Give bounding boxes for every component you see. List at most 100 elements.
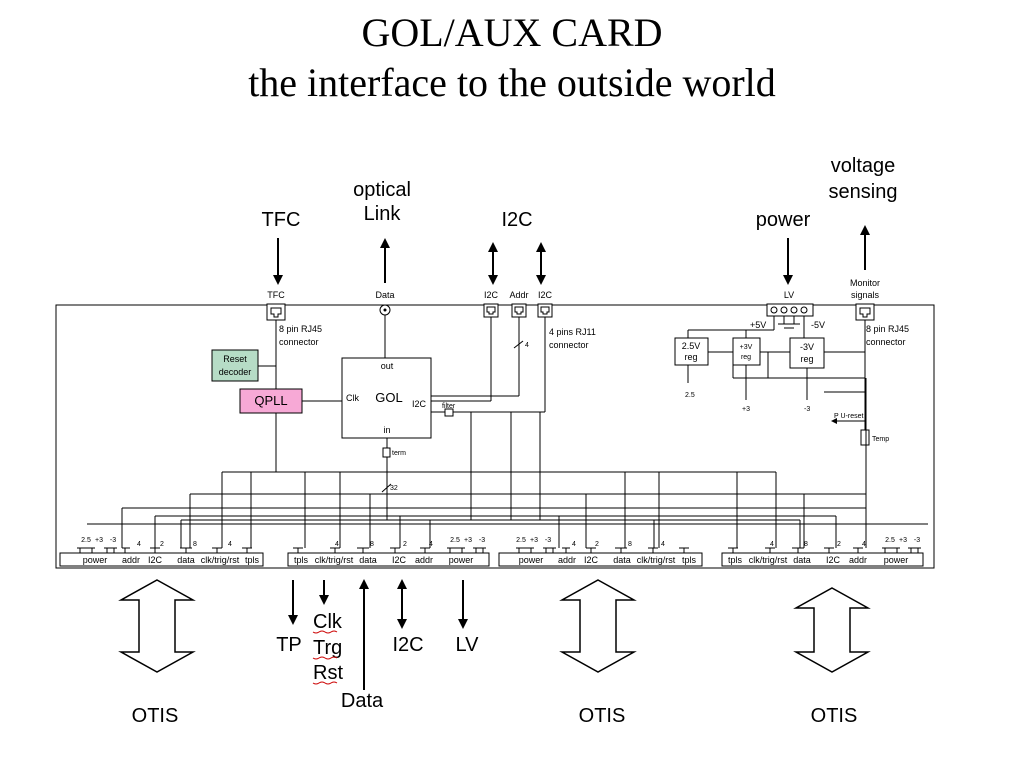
header-block-1: power addr I2C data clk/trig/rst tpls 2.… xyxy=(59,537,264,567)
header3-n4: 4 xyxy=(661,541,665,548)
plus5v-label: +5V xyxy=(750,320,766,330)
temp-label: Temp xyxy=(872,436,889,443)
out-2v5-label: 2.5 xyxy=(685,392,695,399)
header2-clk: clk/trig/rst xyxy=(315,555,354,565)
reg-minus3v-label-1: -3V xyxy=(800,342,814,352)
header2-n4: 4 xyxy=(429,541,433,548)
header2-pwr-p3: +3 xyxy=(464,537,472,544)
minus5v-label: -5V xyxy=(811,320,825,330)
reset-decoder-block: Reset decoder xyxy=(211,349,259,382)
header3-i2c: I2C xyxy=(584,555,599,565)
header2-pwr-m3: -3 xyxy=(479,537,485,544)
header2-tpls: tpls xyxy=(294,555,309,565)
rj45-note-line-2: connector xyxy=(279,337,319,347)
header3-n1: 4 xyxy=(572,541,576,548)
out-minus3-label: -3 xyxy=(804,406,810,413)
otis-label-left: OTIS xyxy=(132,705,179,727)
clk-label: Clk xyxy=(313,611,343,633)
header1-addr: addr xyxy=(122,555,140,565)
header4-n1: 4 xyxy=(770,541,774,548)
header4-clk: clk/trig/rst xyxy=(749,555,788,565)
qpll-label: QPLL xyxy=(254,393,287,408)
header-block-3: power addr I2C data clk/trig/rst tpls 2.… xyxy=(498,537,703,567)
data-connector-label: Data xyxy=(375,290,394,300)
rj11-note-line-2: connector xyxy=(549,340,589,350)
filter-label: filter xyxy=(442,403,456,410)
header1-clk: clk/trig/rst xyxy=(201,555,240,565)
reg-2v5-label-2: reg xyxy=(684,352,697,362)
header2-n2: 8 xyxy=(370,541,374,548)
i2c-bottom-label: I2C xyxy=(392,634,423,656)
term-label: term xyxy=(392,450,406,457)
otis-label-right: OTIS xyxy=(811,705,858,727)
reg-2v5-label-1: 2.5V xyxy=(682,341,701,351)
reg-minus3v-block: -3V reg xyxy=(789,337,825,369)
pu-reset-label: P U-reset xyxy=(834,413,863,420)
title-line-1: GOL/AUX CARD xyxy=(361,10,663,55)
header-block-2: tpls clk/trig/rst data I2C addr power 2.… xyxy=(287,537,490,567)
rj11-i2c-right-icon xyxy=(537,303,553,318)
header3-n3: 8 xyxy=(628,541,632,548)
header4-n2: 8 xyxy=(804,541,808,548)
monitor-label-2: signals xyxy=(851,290,880,300)
optical-link-label-1: optical xyxy=(353,179,411,201)
tp-label: TP xyxy=(276,634,302,656)
temp-sensor-icon xyxy=(860,429,870,446)
reg-plus3v-label-2: reg xyxy=(741,354,751,361)
header4-tpls: tpls xyxy=(728,555,743,565)
otis-arrow-right xyxy=(793,587,871,673)
tfc-connector-label: TFC xyxy=(267,290,285,300)
header2-power: power xyxy=(449,555,474,565)
bus-32-label: 32 xyxy=(390,485,398,492)
reg-plus3v-label-1: +3V xyxy=(740,344,753,351)
header3-n2: 2 xyxy=(595,541,599,548)
otis-label-middle: OTIS xyxy=(579,705,626,727)
reset-decoder-label-2: decoder xyxy=(219,367,252,377)
header3-pwr-p3: +3 xyxy=(530,537,538,544)
header3-data: data xyxy=(613,555,631,565)
gol-clk-label: Clk xyxy=(346,393,359,403)
header1-power: power xyxy=(83,555,108,565)
data-bottom-label: Data xyxy=(341,690,384,712)
header1-n1: 4 xyxy=(137,541,141,548)
header1-pwr-25: 2.5 xyxy=(81,537,91,544)
header3-pwr-25: 2.5 xyxy=(516,537,526,544)
optical-link-label-2: Link xyxy=(364,203,402,225)
title-line-2: the interface to the outside world xyxy=(248,60,776,105)
header1-n3: 8 xyxy=(193,541,197,548)
rj11-i2c-left-icon xyxy=(483,303,499,318)
header4-i2c: I2C xyxy=(826,555,841,565)
gol-out-label: out xyxy=(381,361,394,371)
rj45-monitor-icon xyxy=(855,303,875,321)
rj45b-note-line-2: connector xyxy=(866,337,906,347)
internal-wiring xyxy=(258,315,546,520)
header3-tpls: tpls xyxy=(682,555,697,565)
slide-title: GOL/AUX CARD the interface to the outsid… xyxy=(0,8,1024,108)
rj45-note-line-1: 8 pin RJ45 xyxy=(279,324,322,334)
lv-connector-icon xyxy=(766,303,814,317)
header2-i2c: I2C xyxy=(392,555,407,565)
monitor-label-1: Monitor xyxy=(850,278,880,288)
header1-i2c: I2C xyxy=(148,555,163,565)
rj11-note-line-1: 4 pins RJ11 xyxy=(549,327,596,337)
bus-4-label: 4 xyxy=(525,342,529,349)
qpll-block: QPLL xyxy=(239,388,303,414)
header1-pwr-p3: +3 xyxy=(95,537,103,544)
power-wiring xyxy=(687,316,866,430)
header1-n2: 2 xyxy=(160,541,164,548)
out-plus3-label: +3 xyxy=(742,406,750,413)
i2c-connector-left-label: I2C xyxy=(484,290,499,300)
lv-bottom-label: LV xyxy=(456,634,480,656)
reg-minus3v-label-2: reg xyxy=(800,354,813,364)
header4-addr: addr xyxy=(849,555,867,565)
tfc-label: TFC xyxy=(262,209,301,231)
header2-n1: 4 xyxy=(335,541,339,548)
header4-pwr-25: 2.5 xyxy=(885,537,895,544)
header4-n4: 4 xyxy=(862,541,866,548)
reset-decoder-label-1: Reset xyxy=(223,354,247,364)
header1-tpls: tpls xyxy=(245,555,260,565)
voltage-sensing-label-1: voltage xyxy=(831,155,896,177)
header2-data: data xyxy=(359,555,377,565)
otis-arrow-middle xyxy=(559,579,637,673)
